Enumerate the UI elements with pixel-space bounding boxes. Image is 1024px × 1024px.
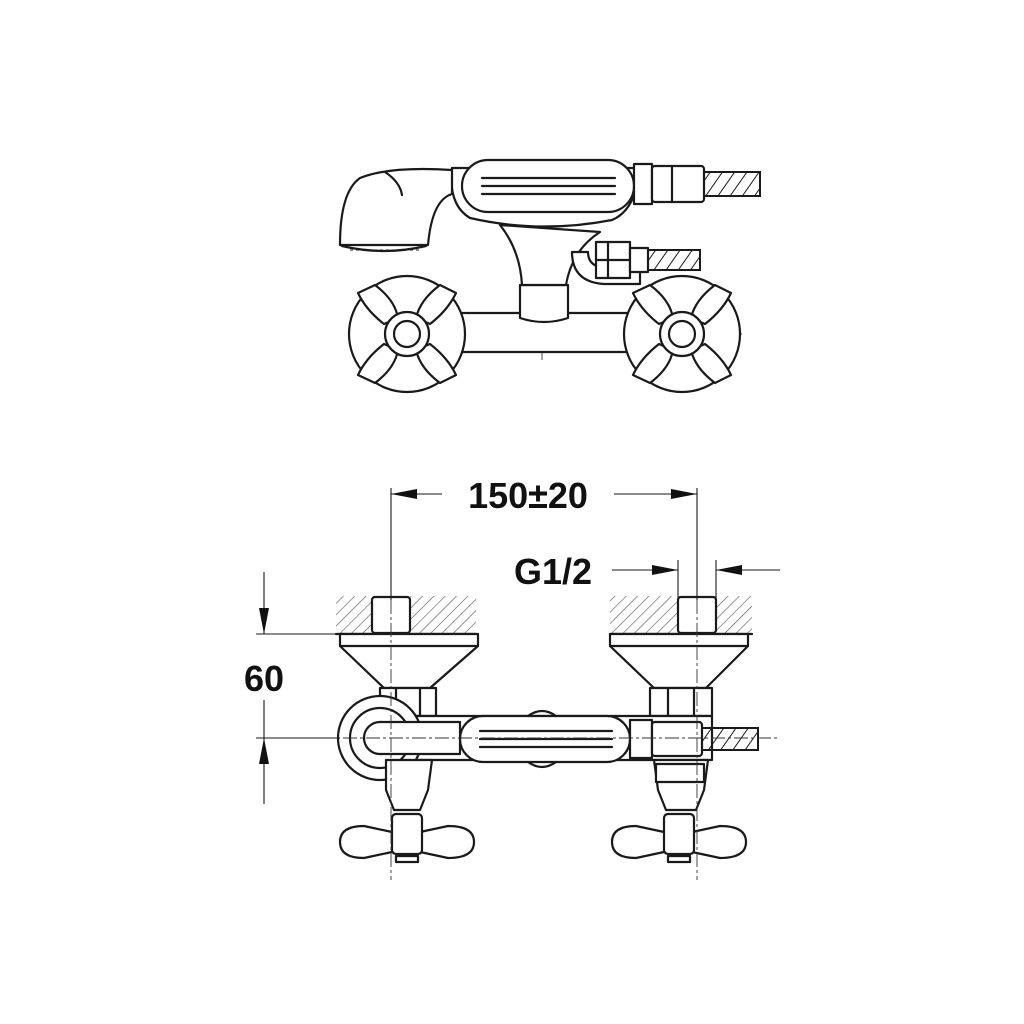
shower-hose [703,171,761,197]
outlet-hose [647,249,701,271]
dimension-thread: G1/2 [514,551,780,600]
lever-handle-right [610,812,748,864]
flange-left [338,632,480,690]
cross-handle-right [622,274,742,394]
holder-neck [498,223,602,287]
outlet-sleeve [628,246,650,274]
dimension-spacing: 150±20 [390,475,698,600]
dimension-spacing-label: 150±20 [468,475,588,516]
hose-ferrule [650,164,706,204]
stem-left [384,758,434,812]
center-column [518,283,570,324]
cross-handle-left [347,274,467,394]
dimension-depth-label: 60 [244,658,284,699]
shower-hose-plan [701,727,759,751]
dimension-thread-label: G1/2 [514,551,592,592]
dimension-depth: 60 [244,572,340,804]
hose-ferrule-plan [650,720,704,758]
lever-handle-left [338,812,476,864]
front-view [338,158,761,394]
shower-head [338,167,454,247]
flange-right [608,632,750,690]
nut-right [648,686,714,718]
hose-nut-plan [628,718,654,760]
plan-view: 150±20 G1/2 60 [244,475,780,880]
hose-nut [632,162,654,206]
stem-nut-right [654,762,706,784]
